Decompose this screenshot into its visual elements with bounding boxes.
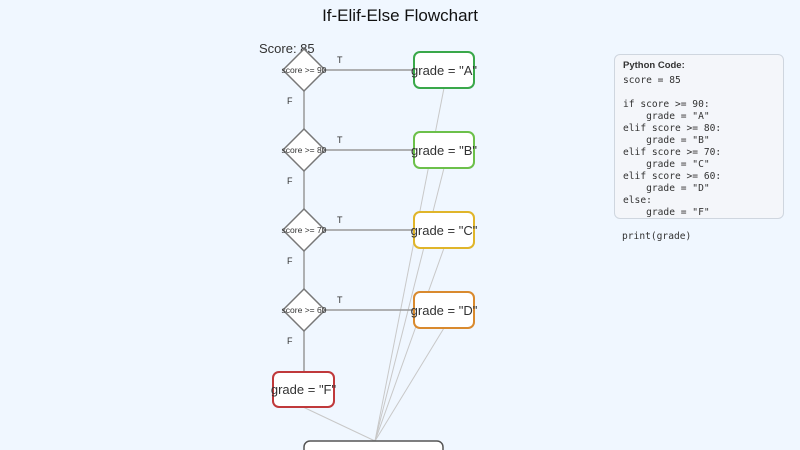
true-branch-label: T	[337, 55, 343, 65]
code-panel: Python Code: score = 85 if score >= 90: …	[614, 54, 784, 219]
else-outcome-box	[272, 371, 335, 408]
false-branch-label: F	[287, 96, 293, 106]
false-branch-label: F	[287, 336, 293, 346]
true-branch-label: T	[337, 295, 343, 305]
decision-label: score >= 80	[282, 145, 327, 155]
code-print-line: print(grade)	[622, 231, 692, 242]
decision-diamond	[281, 127, 327, 173]
outcome-box	[413, 291, 475, 329]
code-block: score = 85 if score >= 90: grade = "A" e…	[623, 75, 722, 218]
decision-label: score >= 70	[282, 225, 327, 235]
else-outcome-label: grade = "F"	[271, 382, 337, 397]
decision-label: score >= 60	[282, 305, 327, 315]
page-title: If-Elif-Else Flowchart	[322, 6, 478, 25]
false-branch-label: F	[287, 176, 293, 186]
false-branch-label: F	[287, 256, 293, 266]
outcome-box	[413, 211, 475, 249]
outcome-label: grade = "D"	[411, 303, 478, 318]
code-panel-title: Python Code:	[623, 60, 685, 71]
decision-label: score >= 90	[282, 65, 327, 75]
decision-diamond	[281, 287, 327, 333]
true-branch-label: T	[337, 135, 343, 145]
decision-diamond	[281, 47, 327, 93]
outcome-label: grade = "C"	[411, 223, 478, 238]
true-branch-label: T	[337, 215, 343, 225]
outcome-label: grade = "B"	[411, 143, 477, 158]
output-node	[303, 440, 444, 450]
outcome-box	[413, 131, 475, 169]
decision-diamond	[281, 207, 327, 253]
outcome-box	[413, 51, 475, 89]
outcome-label: grade = "A"	[411, 63, 477, 78]
